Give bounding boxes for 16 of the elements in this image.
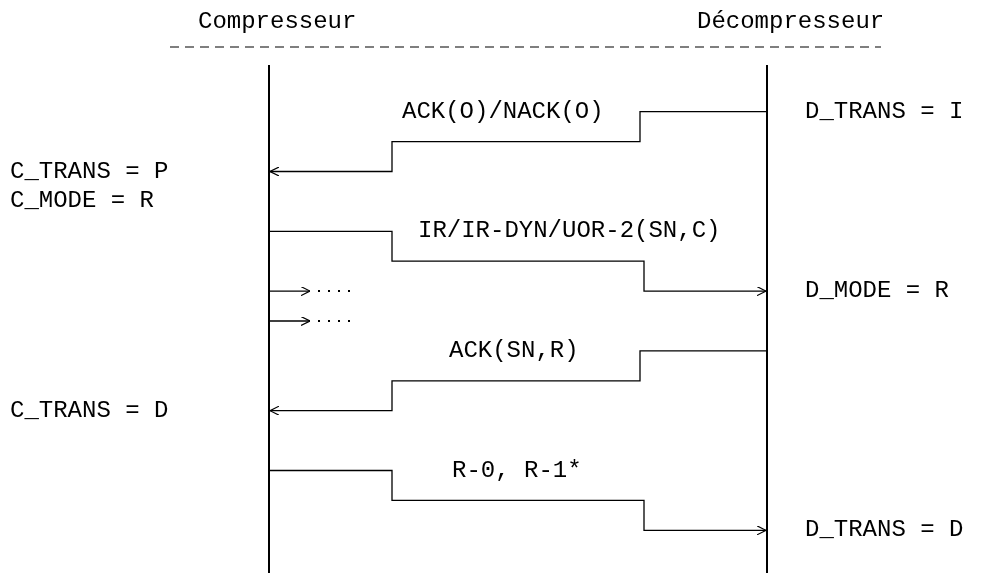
arrow: [269, 286, 311, 297]
state-label: C_TRANS = D: [10, 397, 169, 424]
state-label: D_MODE = R: [805, 278, 950, 305]
arrow: [269, 111, 767, 177]
lifeline: [766, 65, 768, 573]
arrow: [269, 230, 767, 297]
state-label: C_TRANS = P: [10, 158, 169, 185]
arrow: [269, 315, 311, 327]
column-header: Compresseur: [198, 9, 357, 35]
state-label: D_TRANS = I: [805, 98, 964, 125]
lifeline: [268, 65, 270, 573]
arrow: [269, 469, 767, 536]
arrow: [269, 350, 767, 416]
state-label: C_MODE = R: [10, 188, 155, 215]
state-label: D_TRANS = D: [805, 517, 964, 544]
column-header: Décompresseur: [697, 9, 885, 35]
